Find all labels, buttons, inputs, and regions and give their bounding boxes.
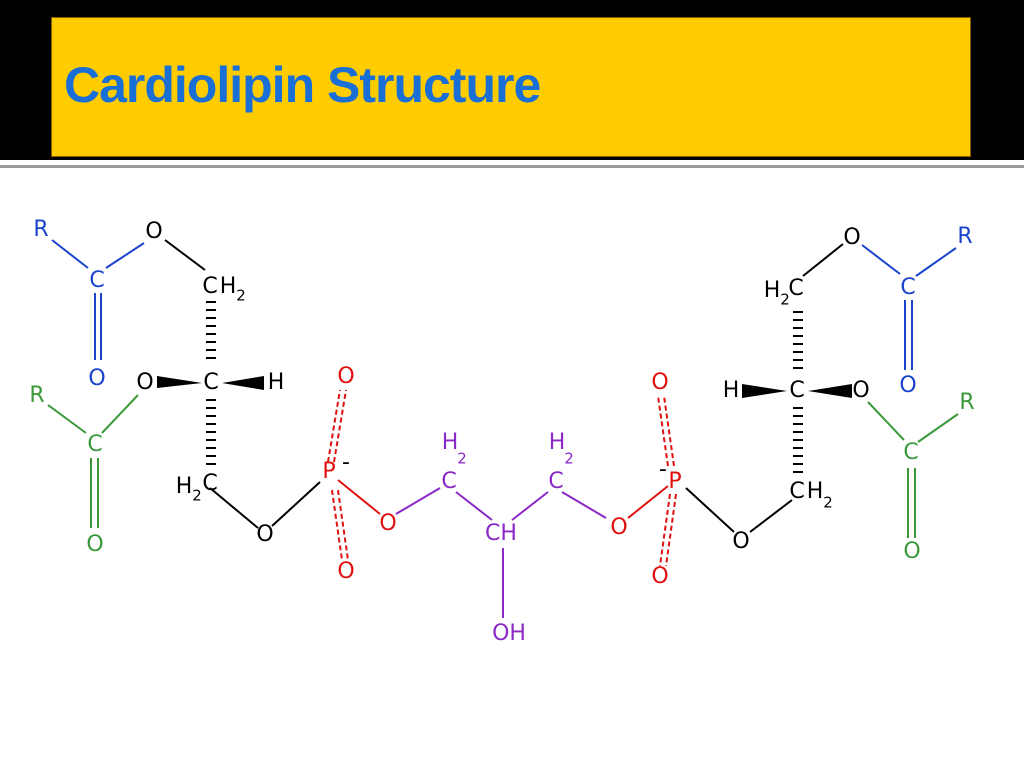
atom-c: C — [441, 469, 456, 494]
atom-o: O — [337, 559, 354, 584]
right-hashed-bonds — [793, 311, 803, 473]
atom-o: O — [610, 515, 627, 540]
left-wedge-bonds — [157, 376, 264, 390]
left-green-acyl-labels: R C O — [29, 383, 103, 557]
atom-o: O — [337, 364, 354, 389]
atom-o: O — [651, 370, 668, 395]
atom-r: R — [959, 390, 974, 415]
atom-o: O — [145, 219, 162, 244]
page-title: Cardiolipin Structure — [64, 57, 541, 113]
atom-h: H — [764, 278, 781, 303]
right-backbone-labels: O C H 2 H C O H 2 C O — [723, 225, 870, 554]
atom-c: C — [903, 440, 918, 465]
title-box: Cardiolipin Structure — [51, 17, 971, 157]
atom-h: H — [549, 430, 566, 455]
left-hashed-bonds — [206, 301, 216, 465]
atom-c: C — [548, 469, 563, 494]
right-blue-acyl-labels: R C O — [899, 224, 972, 398]
atom-r: R — [957, 224, 972, 249]
atom-h: H — [442, 430, 459, 455]
atom-p: P — [668, 469, 681, 494]
atom-h: H — [268, 370, 285, 395]
atom-h: H — [723, 378, 740, 403]
atom-c: C — [202, 471, 217, 496]
atom-r: R — [29, 383, 44, 408]
atom-h: H — [220, 274, 237, 299]
right-green-acyl-bonds — [867, 401, 959, 538]
atom-o: O — [136, 370, 153, 395]
atom-o: O — [256, 522, 273, 547]
left-blue-acyl-bonds — [51, 239, 145, 360]
right-phosphate-bonds — [627, 395, 677, 567]
left-phosphate-charge: - — [342, 450, 350, 475]
atom-o: O — [843, 225, 860, 250]
atom-c: C — [789, 479, 804, 504]
atom-o: O — [379, 511, 396, 536]
atom-c: C — [89, 268, 104, 293]
atom-o: O — [651, 564, 668, 589]
right-green-acyl-labels: R C O — [903, 390, 974, 564]
atom-c: C — [789, 378, 804, 403]
atom-o: O — [899, 373, 916, 398]
atom-p: P — [322, 459, 335, 484]
right-phosphate-charge: - — [659, 457, 667, 482]
left-backbone-bonds — [164, 239, 321, 529]
atom-c: C — [203, 370, 218, 395]
subscript-2: 2 — [457, 450, 467, 468]
atom-o: O — [852, 378, 869, 403]
atom-h: H — [176, 474, 193, 499]
right-blue-acyl-bonds — [861, 244, 957, 370]
atom-c: C — [87, 432, 102, 457]
left-phosphate-labels: O P O O — [322, 364, 396, 584]
atom-o: O — [88, 366, 105, 391]
atom-c: C — [900, 275, 915, 300]
atom-o: O — [903, 539, 920, 564]
right-backbone-bonds — [685, 243, 844, 533]
atom-o: O — [86, 532, 103, 557]
right-phosphate-labels: O P O O — [610, 370, 681, 589]
left-phosphate-bonds — [327, 389, 381, 561]
atom-c: C — [202, 274, 217, 299]
atom-r: R — [33, 217, 48, 242]
atom-c: C — [788, 276, 803, 301]
atom-oh: OH — [492, 621, 526, 646]
cardiolipin-structure-diagram: R C O O C H 2 O C H H 2 C O R C O O P O … — [29, 217, 974, 646]
atom-h: H — [807, 479, 824, 504]
atom-o: O — [732, 529, 749, 554]
center-glycerol-labels: H 2 C CH H 2 C OH — [441, 430, 573, 646]
subscript-2: 2 — [564, 450, 574, 468]
left-blue-acyl-labels: R C O — [33, 217, 105, 391]
subscript-2: 2 — [192, 487, 202, 505]
center-glycerol-bonds — [395, 487, 607, 618]
subscript-2: 2 — [236, 287, 246, 305]
subscript-2: 2 — [823, 494, 833, 512]
right-wedge-bonds — [742, 384, 852, 398]
left-green-acyl-bonds — [47, 394, 139, 528]
left-backbone-labels: O C H 2 O C H H 2 C O — [136, 219, 284, 547]
header-divider — [0, 165, 1024, 168]
atom-ch: CH — [485, 521, 517, 546]
subscript-2: 2 — [780, 291, 790, 309]
